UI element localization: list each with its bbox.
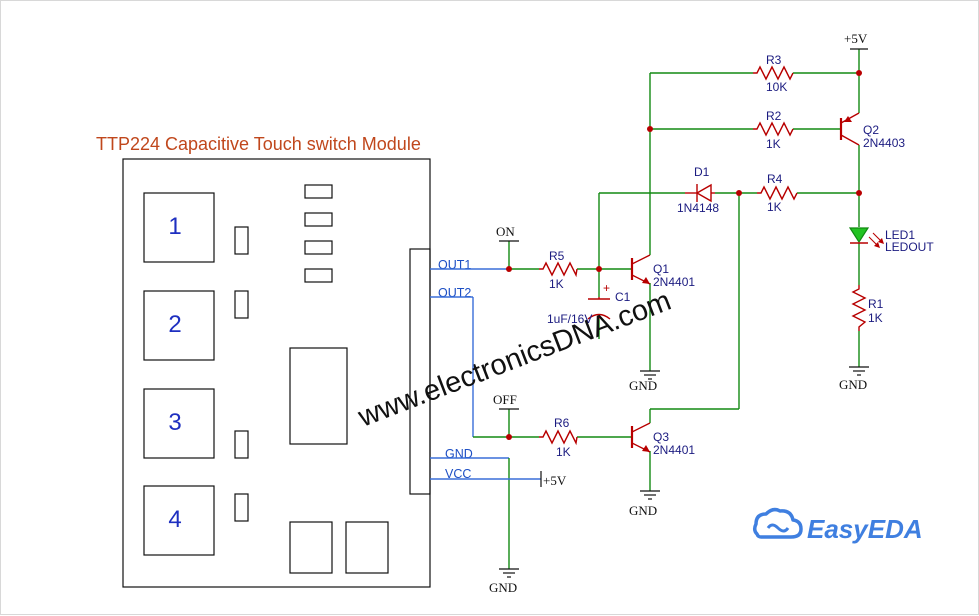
led1-ref: LED1 — [885, 228, 915, 242]
gnd-q1 — [640, 370, 660, 380]
r6-ref: R6 — [554, 416, 570, 430]
resistor-r5 — [539, 261, 578, 278]
touch-pad-2-label: 2 — [168, 311, 181, 338]
r4-ref: R4 — [767, 172, 783, 186]
net-on-label: ON — [496, 224, 515, 239]
c1-value: 1uF/16V — [547, 312, 592, 326]
d1-ref: D1 — [694, 165, 710, 179]
touch-pad-2 — [143, 290, 215, 361]
gnd-r1 — [849, 366, 869, 376]
wires — [430, 49, 860, 569]
resistor-r6 — [539, 429, 578, 446]
smd-parts — [234, 184, 333, 522]
svg-text:+: + — [603, 281, 610, 295]
r1-value: 1K — [868, 311, 883, 325]
r3-value: 10K — [766, 80, 787, 94]
r5-ref: R5 — [549, 249, 565, 263]
vcc-module-label: +5V — [543, 473, 567, 488]
module-title: TTP224 Capacitive Touch switch Module — [96, 134, 421, 154]
led-led1 — [848, 227, 884, 248]
diode-d1 — [685, 183, 715, 203]
q1-ref: Q1 — [653, 262, 669, 276]
q2-ref: Q2 — [863, 123, 879, 137]
touch-pad-3 — [143, 388, 215, 459]
pin-out1-label: OUT1 — [438, 258, 471, 272]
r5-value: 1K — [549, 277, 564, 291]
transistor-q2 — [839, 112, 860, 146]
touch-pad-1 — [143, 192, 215, 263]
q1-value: 2N4401 — [653, 275, 695, 289]
r4-value: 1K — [767, 200, 782, 214]
module-board — [122, 158, 431, 588]
gnd-q3-label: GND — [629, 503, 657, 518]
r6-value: 1K — [556, 445, 571, 459]
r1-ref: R1 — [868, 297, 884, 311]
pin-vcc-label: VCC — [445, 467, 471, 481]
capacitor-c1: + — [587, 281, 611, 320]
pin-gnd-label: GND — [445, 447, 473, 461]
pin-header — [409, 248, 431, 495]
resistor-r2 — [753, 121, 794, 137]
gnd-module-label: GND — [489, 580, 517, 595]
junctions — [506, 70, 862, 440]
led1-value: LEDOUT — [885, 240, 934, 254]
gnd-r1-label: GND — [839, 377, 867, 392]
gnd-q1-label: GND — [629, 378, 657, 393]
ttp224-chip — [289, 347, 348, 445]
gnd-module — [499, 568, 519, 578]
easyeda-brand: EasyEDA — [807, 514, 923, 544]
easyeda-cloud-icon — [752, 507, 803, 539]
touch-pad-1-label: 1 — [168, 213, 181, 240]
c1-ref: C1 — [615, 290, 631, 304]
touch-pad-4 — [143, 485, 215, 556]
d1-value: 1N4148 — [677, 201, 719, 215]
q2-value: 2N4403 — [863, 136, 905, 150]
vcc-top-label: +5V — [844, 31, 868, 46]
module-part-a — [289, 521, 333, 574]
resistor-r1 — [851, 285, 867, 331]
pin-out2-label: OUT2 — [438, 286, 471, 300]
r2-value: 1K — [766, 137, 781, 151]
gnd-q3 — [640, 490, 660, 500]
touch-pad-4-label: 4 — [168, 506, 181, 533]
r2-ref: R2 — [766, 109, 782, 123]
module-part-b — [345, 521, 389, 574]
touch-pad-3-label: 3 — [168, 409, 181, 436]
resistor-r3 — [753, 65, 794, 81]
net-off-label: OFF — [493, 392, 517, 407]
transistor-q1 — [630, 254, 651, 285]
q3-ref: Q3 — [653, 430, 669, 444]
r3-ref: R3 — [766, 53, 782, 67]
q3-value: 2N4401 — [653, 443, 695, 457]
resistor-r4 — [757, 185, 798, 201]
transistor-q3 — [630, 422, 651, 453]
